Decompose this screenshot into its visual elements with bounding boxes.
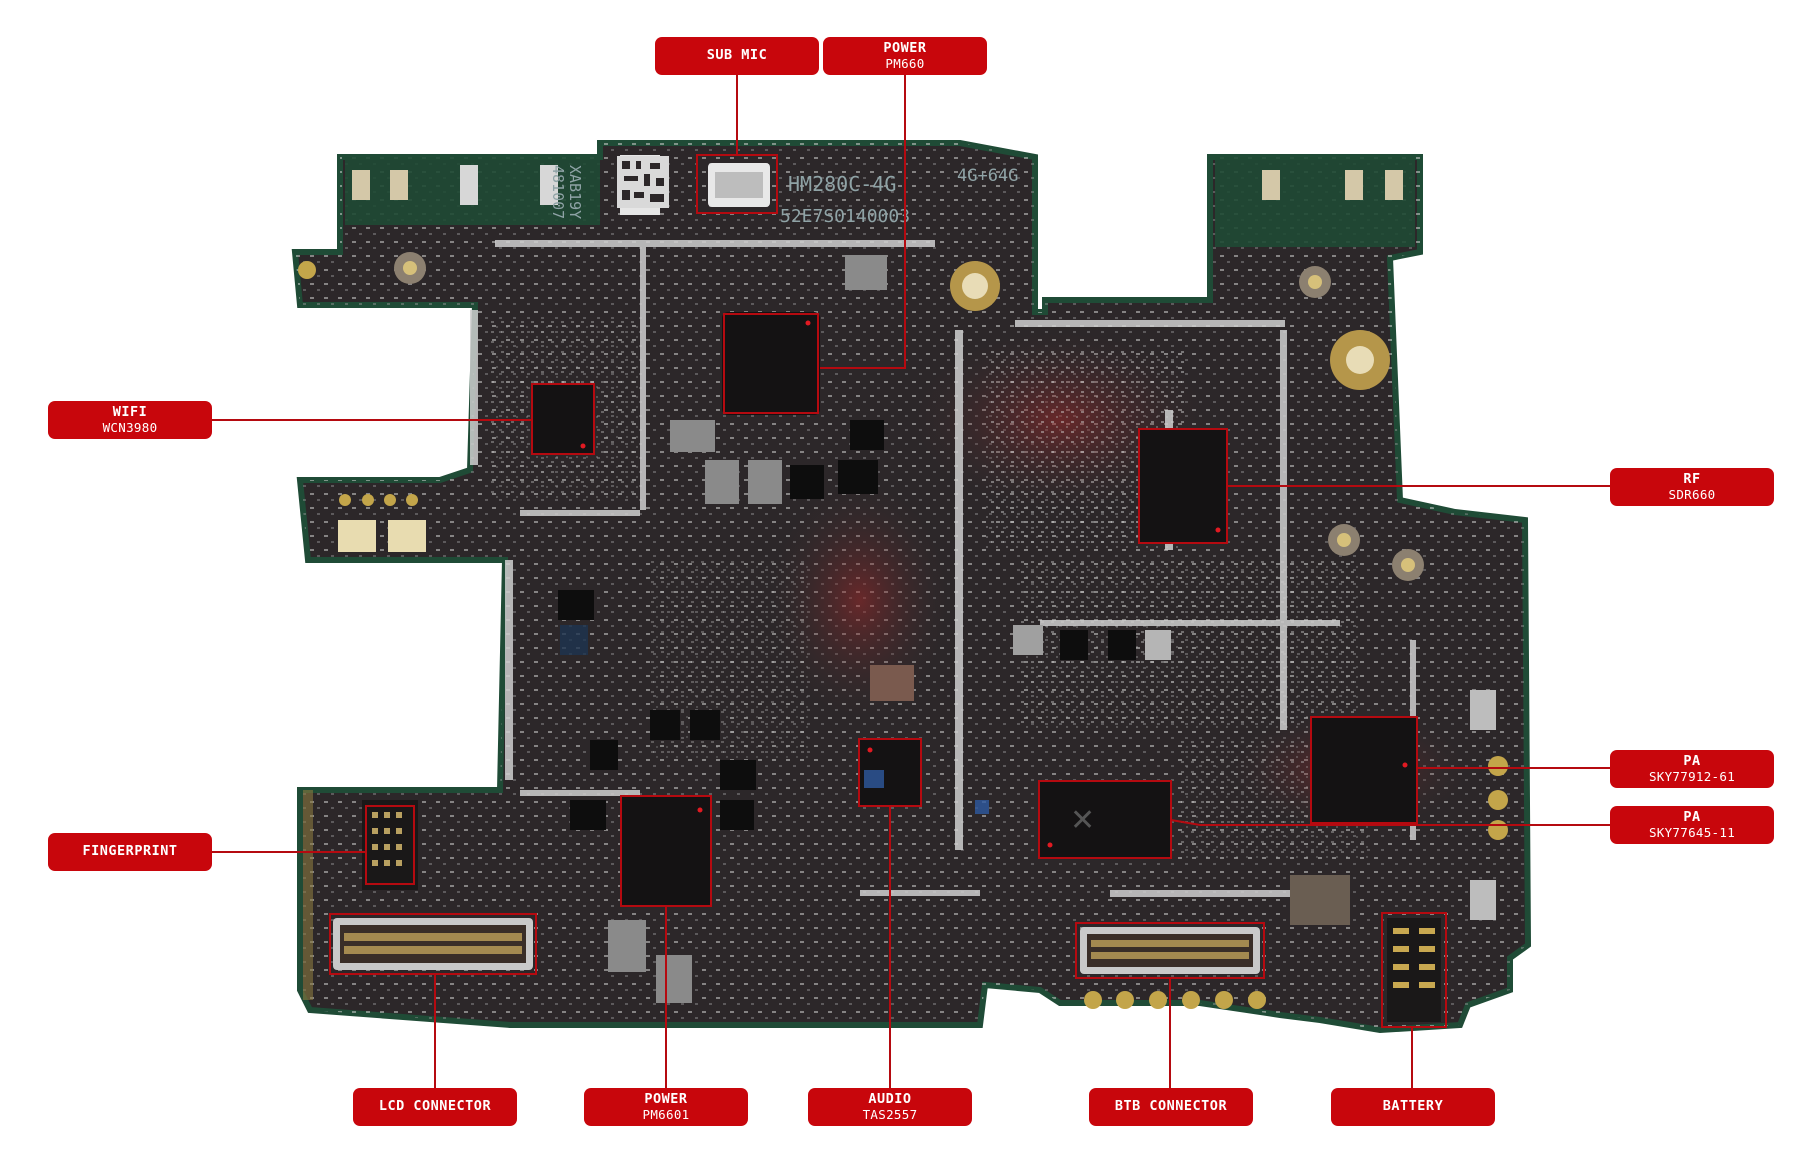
label-btb-connector-title: BTB CONNECTOR <box>1114 1098 1228 1115</box>
svg-text:✕: ✕ <box>1070 803 1095 838</box>
label-power-pm6601-sub: PM6601 <box>642 1106 690 1122</box>
label-wifi-title: WIFI <box>112 404 148 421</box>
label-btb-connector: BTB CONNECTOR <box>1089 1088 1253 1126</box>
label-wifi-sub: WCN3980 <box>102 419 158 435</box>
label-fingerprint-title: FINGERPRINT <box>82 843 178 860</box>
label-pa-sky77645-sub: SKY77645-11 <box>1648 824 1736 840</box>
pm660-chip <box>722 312 820 415</box>
board-print-code2: 481007 <box>549 165 567 219</box>
label-audio: AUDIO TAS2557 <box>808 1088 972 1126</box>
btb-connector <box>1075 922 1265 979</box>
label-lcd-connector-title: LCD CONNECTOR <box>378 1098 492 1115</box>
label-rf: RF SDR660 <box>1610 468 1774 506</box>
label-power-pm6601: POWER PM6601 <box>584 1088 748 1126</box>
wcn3980-chip <box>533 385 593 453</box>
label-pa-sky77912-title: PA <box>1683 753 1701 770</box>
board-print-serial: 52E7S0140003 <box>780 206 910 227</box>
sky77645-chip <box>1040 782 1170 857</box>
label-wifi: WIFI WCN3980 <box>48 401 212 439</box>
label-pa-sky77912: PA SKY77912-61 <box>1610 750 1774 788</box>
label-power-pm6601-title: POWER <box>644 1091 688 1108</box>
qr-code <box>617 156 669 208</box>
label-rf-sub: SDR660 <box>1668 486 1716 502</box>
label-battery-title: BATTERY <box>1382 1098 1444 1115</box>
label-battery: BATTERY <box>1331 1088 1495 1126</box>
label-power-pm660-title: POWER <box>883 40 927 57</box>
lcd-connector <box>329 913 537 975</box>
board-print-memory: 4G+64G <box>957 166 1018 186</box>
battery-connector <box>1381 912 1447 1028</box>
board-print-model: HM280C-4G <box>788 172 896 196</box>
label-sub-mic-title: SUB MIC <box>706 47 768 64</box>
pm6601-chip <box>622 797 710 905</box>
label-rf-title: RF <box>1683 471 1701 488</box>
label-pa-sky77645: PA SKY77645-11 <box>1610 806 1774 844</box>
fingerprint-connector <box>362 800 418 890</box>
label-power-pm660-sub: PM660 <box>885 55 925 71</box>
board-print-code1: XAB19Y <box>566 165 584 219</box>
label-pa-sky77912-sub: SKY77912-61 <box>1648 768 1736 784</box>
label-lcd-connector: LCD CONNECTOR <box>353 1088 517 1126</box>
sky77912-chip <box>1312 718 1416 822</box>
label-sub-mic: SUB MIC <box>655 37 819 75</box>
label-audio-title: AUDIO <box>868 1091 912 1108</box>
label-audio-sub: TAS2557 <box>862 1106 918 1122</box>
label-fingerprint: FINGERPRINT <box>48 833 212 871</box>
leader-lines <box>212 75 1610 1088</box>
label-pa-sky77645-title: PA <box>1683 809 1701 826</box>
sdr660-chip <box>1140 430 1226 542</box>
label-power-pm660: POWER PM660 <box>823 37 987 75</box>
